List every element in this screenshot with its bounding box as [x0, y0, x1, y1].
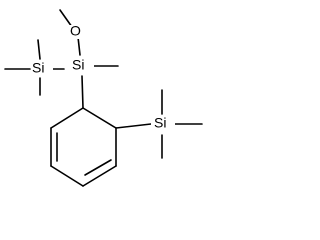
si-top-label-mask: [66, 58, 94, 74]
bond-oxygen-si-top: [77, 36, 81, 56]
si-left-label-mask: [31, 61, 53, 77]
si-top-atom-label: Si: [72, 57, 84, 73]
ring-bond-c3-c4: [82, 165, 117, 187]
structure-svg: O Si Si Si: [4, 9, 203, 187]
oxygen-label-mask: [69, 25, 82, 39]
bond-si-left-methyl-up: [37, 39, 41, 60]
bond-ring-si-right: [115, 123, 152, 129]
ring-bond-c1-c2: [82, 107, 117, 129]
si-right-atom-label: Si: [154, 115, 166, 131]
molecule-diagram: O Si Si Si: [4, 9, 203, 187]
oxygen-atom-label: O: [70, 23, 81, 39]
ring-bond-c3-c4-double: [84, 159, 112, 176]
ring-bond-c4-c5: [50, 165, 84, 187]
ring-bond-c6-c1: [50, 107, 84, 129]
si-right-label-mask: [151, 116, 175, 132]
bond-methyl-oxygen: [59, 9, 73, 28]
si-left-atom-label: Si: [32, 60, 44, 76]
bond-si-top-ring: [81, 75, 84, 109]
